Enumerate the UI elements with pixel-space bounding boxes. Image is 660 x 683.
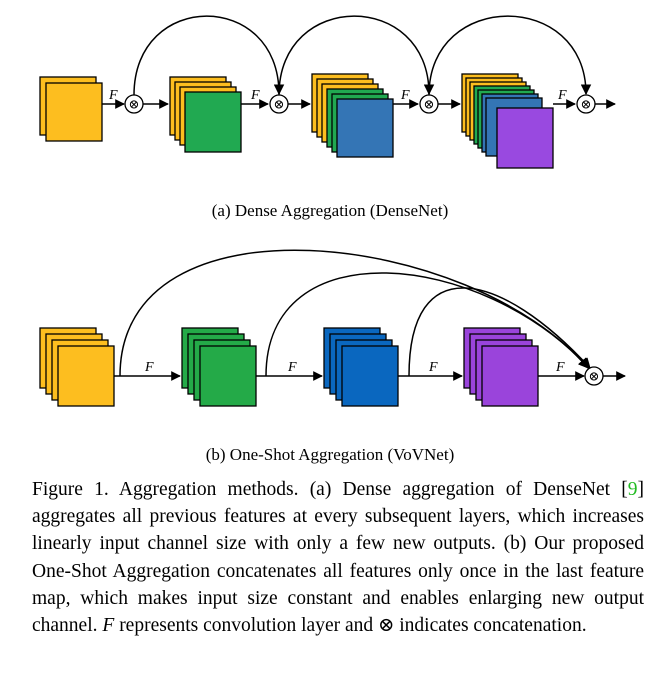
one-shot-aggregation-diagram: F F F F ⊗ — [39, 249, 626, 407]
dense-aggregation-diagram: F ⊗ F ⊗ F ⊗ — [39, 15, 616, 169]
feature-map-3 — [323, 327, 399, 407]
feature-layer — [184, 91, 242, 153]
concat-symbol: ⊗ — [129, 97, 140, 112]
caption-text: Figure 1. Aggregation methods. (a) Dense… — [32, 479, 628, 500]
feature-map-4 — [461, 73, 554, 169]
feature-map-4 — [463, 327, 539, 407]
feature-layer — [496, 107, 554, 169]
feature-layer — [45, 82, 103, 142]
feature-layer — [199, 345, 257, 407]
figure-caption: Figure 1. Aggregation methods. (a) Dense… — [32, 476, 644, 639]
feature-layer — [336, 98, 394, 158]
dense-skip-connection — [428, 15, 592, 96]
feature-layer — [341, 345, 399, 407]
concat-symbol: ⊗ — [589, 369, 600, 384]
aggregation-diagram: F ⊗ F ⊗ F ⊗ — [39, 15, 626, 407]
one-shot-skip-connection — [265, 272, 590, 377]
feature-map-3 — [311, 73, 394, 158]
conv-label: F — [400, 88, 410, 103]
caption-text: represents convolution layer and ⊗ indic… — [114, 615, 587, 637]
concat-symbol: ⊗ — [424, 97, 435, 112]
conv-label: F — [108, 88, 118, 103]
conv-label: F — [428, 360, 438, 375]
one-shot-skip-connection — [408, 287, 591, 377]
feature-map-input — [39, 76, 103, 142]
citation-link[interactable]: 9 — [627, 479, 638, 500]
conv-label: F — [555, 360, 565, 375]
concat-symbol: ⊗ — [581, 97, 592, 112]
conv-label: F — [250, 88, 260, 103]
caption-text: ] aggregates all previous features at ev… — [32, 479, 644, 637]
caption-math-f: F — [102, 615, 115, 637]
conv-label: F — [287, 360, 297, 375]
feature-map-2 — [181, 327, 257, 407]
conv-label: F — [557, 88, 567, 103]
feature-layer — [57, 345, 115, 407]
dense-skip-connection — [278, 15, 435, 96]
dense-skip-connection — [133, 15, 285, 96]
feature-map-input — [39, 327, 115, 407]
feature-map-2 — [169, 76, 242, 153]
feature-layer — [481, 345, 539, 407]
conv-label: F — [144, 360, 154, 375]
subcaption-a: (a) Dense Aggregation (DenseNet) — [211, 201, 449, 220]
subcaption-b: (b) One-Shot Aggregation (VoVNet) — [205, 445, 455, 464]
concat-symbol: ⊗ — [274, 97, 285, 112]
